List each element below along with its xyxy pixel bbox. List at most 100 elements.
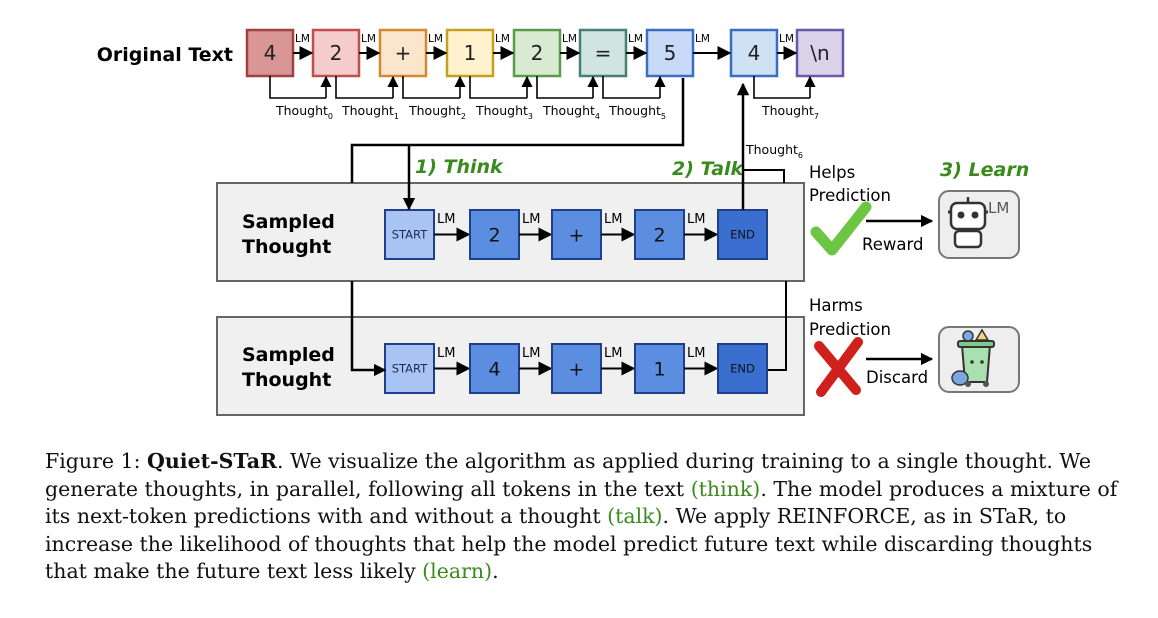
thought-label-2: Thought2 (408, 103, 466, 121)
token-box-4: 2 (512, 28, 562, 78)
thought-token-1-3: 1 (634, 343, 685, 394)
thought-token-text-1-4: END (730, 362, 755, 376)
thought6-label: Thought6 (745, 142, 803, 160)
token-box-3: 1 (445, 28, 495, 78)
caption-learn: (learn) (422, 559, 493, 583)
thought-token-text-0-0: START (392, 228, 428, 242)
thought-bracket-4: Thought4 (536, 75, 600, 121)
thought-token-text-1-2: + (569, 359, 585, 381)
thought-token-0-4: END (717, 209, 768, 260)
thought-label-3: Thought3 (475, 103, 533, 121)
thought-token-text-0-3: 2 (653, 225, 665, 247)
thought-bracket-2: Thought2 (402, 75, 466, 121)
token-box-8: \n (795, 28, 845, 78)
thought-token-1-2: + (551, 343, 602, 394)
sampled-thought-label-1a: Sampled (242, 211, 335, 233)
caption-title: Quiet-STaR (147, 449, 278, 473)
thought-lm-label-0-1: LM (522, 212, 540, 227)
token-text-3: 1 (464, 41, 477, 65)
thought-token-text-0-2: + (569, 225, 585, 247)
lm-label-6: LM (695, 33, 710, 45)
caption-part2: . The model produces a mixture of its ne… (45, 476, 1118, 529)
thought-token-1-1: 4 (469, 343, 520, 394)
reward-label: Reward (862, 235, 923, 254)
robot-lm-icon: LM (938, 190, 1020, 259)
thought-bracket-7: Thought7 (753, 75, 819, 121)
token-text-5: = (595, 41, 612, 65)
token-text-6: 5 (664, 41, 677, 65)
thought-lm-label-0-2: LM (604, 212, 622, 227)
caption-talk: (talk) (607, 504, 663, 528)
lm-label-0: LM (295, 33, 310, 45)
thought-lm-label-1-1: LM (522, 346, 540, 361)
top-lm-arrows: LM LM LM LM LM LM LM LM (293, 33, 798, 60)
sampled-thought-label-2b: Thought (242, 369, 331, 391)
trash-bin-icon (938, 326, 1020, 393)
token-box-7: 4 (729, 28, 779, 78)
sampled-thought-label-1b: Thought (242, 236, 331, 258)
token-box-0: 4 (245, 28, 295, 78)
thought-label-0: Thought0 (275, 103, 333, 121)
talk-path-side (743, 169, 785, 183)
helps-label-line1: Helps (809, 163, 855, 182)
caption-think: (think) (690, 476, 761, 501)
token-box-2: + (378, 28, 428, 78)
harms-label-line1: Harms (809, 296, 863, 315)
thought-token-0-2: + (551, 209, 602, 260)
thought-label-4: Thought4 (542, 103, 600, 121)
lm-label-7: LM (779, 33, 794, 45)
thought-bracket-0: Thought0 (269, 75, 333, 121)
step-learn-label: 3) Learn (940, 159, 1029, 181)
lm-label-1: LM (361, 33, 376, 45)
original-token-row: 4 2 +1 2 = 5 4 \n (245, 28, 845, 78)
thought-label-1: Thought1 (341, 103, 399, 121)
token-box-5: = (578, 28, 628, 78)
caption-prefix: Figure 1: (45, 449, 148, 473)
think-path (350, 78, 685, 183)
harms-label-line2: Prediction (809, 320, 891, 339)
token-text-2: + (395, 41, 412, 65)
lm-label-3: LM (495, 33, 510, 45)
caption-part4: . (492, 559, 499, 583)
thought-lm-label-1-3: LM (687, 346, 705, 361)
thought-brackets: Thought0 Thought1 Thought2 Thought3 Thought4… (269, 75, 819, 121)
token-box-1: 2 (311, 28, 361, 78)
thought-bracket-3: Thought3 (469, 75, 533, 121)
step-think-label: 1) Think (415, 156, 504, 178)
thought-lm-label-0-3: LM (687, 212, 705, 227)
token-box-6: 5 (645, 28, 695, 78)
cross-icon (814, 337, 863, 397)
thought-token-1-0: START (384, 343, 435, 394)
check-icon (810, 201, 872, 256)
lm-label-2: LM (428, 33, 443, 45)
discard-label: Discard (866, 368, 928, 387)
thought-label-5: Thought5 (608, 103, 666, 121)
thought-token-text-1-3: 1 (653, 359, 665, 381)
lm-label-5: LM (628, 33, 643, 45)
thought-token-1-4: END (717, 343, 768, 394)
caption-part1: . We visualize the algorithm as applied … (45, 449, 1091, 501)
thought-lm-label-0-0: LM (437, 212, 455, 227)
caption-part3: . We apply REINFORCE, as in STaR, to inc… (45, 504, 1093, 583)
lm-label-4: LM (562, 33, 577, 45)
figure-caption: Figure 1: Quiet-STaR. We visualize the a… (45, 448, 1135, 586)
thought-token-0-1: 2 (469, 209, 520, 260)
thought-token-0-0: START (384, 209, 435, 260)
thought-token-text-0-4: END (730, 228, 755, 242)
sampled-thought-label-2a: Sampled (242, 344, 335, 366)
think-path-row2 (350, 281, 387, 377)
step-talk-label: 2) Talk (672, 158, 745, 180)
lm-badge-label: LM (988, 199, 1009, 217)
helps-label-line2: Prediction (809, 186, 891, 205)
token-text-7: 4 (748, 41, 761, 65)
thought-bracket-1: Thought1 (335, 75, 399, 121)
thought-token-0-3: 2 (634, 209, 685, 260)
thought-lm-label-1-0: LM (437, 346, 455, 361)
token-text-0: 4 (264, 41, 277, 65)
thought-token-text-1-0: START (392, 362, 428, 376)
thought-token-text-1-1: 4 (488, 359, 500, 381)
talk-path-row2 (768, 281, 787, 371)
token-text-1: 2 (330, 41, 343, 65)
